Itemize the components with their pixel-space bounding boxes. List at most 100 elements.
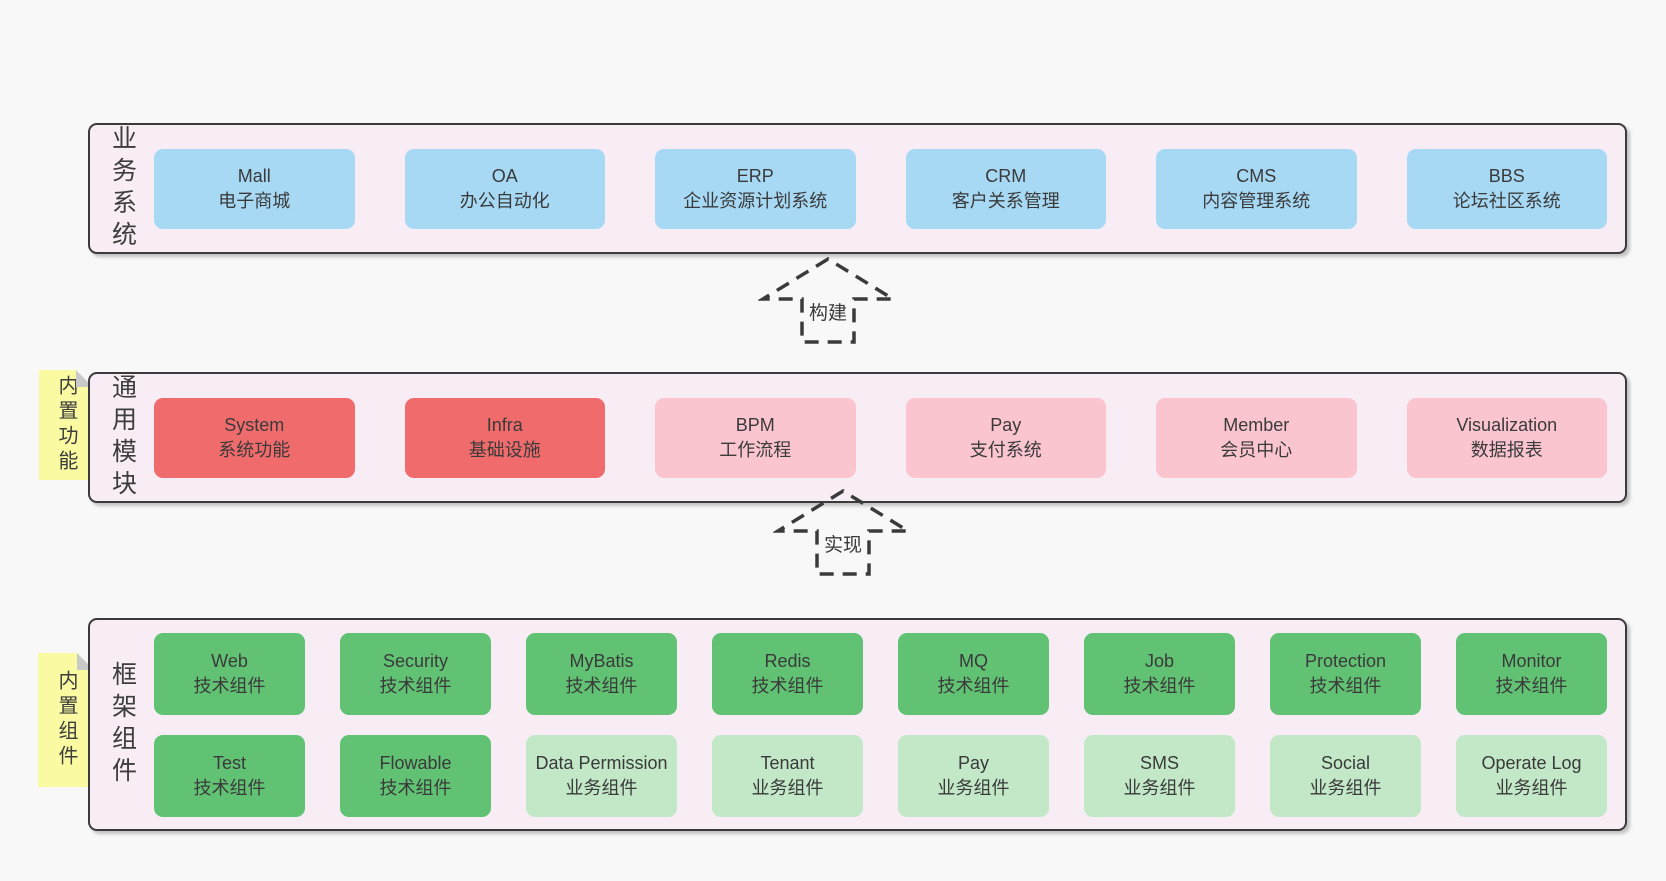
box-subtitle: 内容管理系统 xyxy=(1202,190,1311,211)
box-title: CMS xyxy=(1236,165,1277,186)
box-title: Operate Log xyxy=(1481,752,1582,773)
layer-label-common-modules: 通用模块 xyxy=(90,374,154,502)
arrow-build-label: 构建 xyxy=(805,298,851,325)
panel-common-modules: 通用模块 System 系统功能 Infra 基础设施 BPM 工作流程 Pay… xyxy=(88,372,1627,503)
box-title: CRM xyxy=(985,165,1027,186)
box-subtitle: 业务组件 xyxy=(1495,777,1568,798)
box-oa: OA 办公自动化 xyxy=(404,148,605,229)
business-systems-box-row: Mall 电子商城 OA 办公自动化 ERP 企业资源计划系统 CRM 客户关系… xyxy=(154,148,1625,229)
box-subtitle: 会员中心 xyxy=(1220,439,1293,460)
box-subtitle: 支付系统 xyxy=(969,439,1042,460)
box-subtitle: 工作流程 xyxy=(719,439,792,460)
arrow-build: 构建 xyxy=(758,256,898,346)
up-arrow-icon xyxy=(773,488,913,576)
box-visualization: Visualization 数据报表 xyxy=(1406,397,1607,478)
box-crm: CRM 客户关系管理 xyxy=(905,148,1106,229)
layer-label-business-systems: 业务系统 xyxy=(90,125,154,253)
box-title: SMS xyxy=(1139,752,1179,773)
box-subtitle: 技术组件 xyxy=(1123,675,1196,696)
box-subtitle: 技术组件 xyxy=(1309,675,1382,696)
box-title: MyBatis xyxy=(569,650,634,671)
panel-business-systems: 业务系统 Mall 电子商城 OA 办公自动化 ERP 企业资源计划系统 CRM… xyxy=(88,123,1627,254)
sticky-note-text: 内置组件 xyxy=(55,670,77,770)
box-title: OA xyxy=(491,165,518,186)
box-erp: ERP 企业资源计划系统 xyxy=(655,148,856,229)
box-test: Test 技术组件 xyxy=(154,734,305,817)
box-title: Mall xyxy=(237,165,271,186)
box-subtitle: 企业资源计划系统 xyxy=(683,190,828,211)
box-social: Social 业务组件 xyxy=(1270,734,1421,817)
framework-components-row-2: Test 技术组件 Flowable 技术组件 Data Permission … xyxy=(154,734,1607,817)
box-subtitle: 电子商城 xyxy=(218,190,291,211)
box-title: MQ xyxy=(959,650,988,671)
box-subtitle: 技术组件 xyxy=(937,675,1010,696)
box-subtitle: 客户关系管理 xyxy=(951,190,1060,211)
sticky-note-builtin-components: 内置组件 xyxy=(38,653,94,787)
box-title: BBS xyxy=(1488,165,1525,186)
box-subtitle: 技术组件 xyxy=(193,777,266,798)
box-subtitle: 业务组件 xyxy=(937,777,1010,798)
box-title: Redis xyxy=(764,650,811,671)
box-title: ERP xyxy=(736,165,774,186)
sticky-note-text: 内置功能 xyxy=(55,375,77,475)
box-operate-log: Operate Log 业务组件 xyxy=(1456,734,1607,817)
box-data-permission: Data Permission 业务组件 xyxy=(526,734,677,817)
box-subtitle: 系统功能 xyxy=(218,439,291,460)
box-pay: Pay 支付系统 xyxy=(905,397,1106,478)
sticky-note-builtin-functions: 内置功能 xyxy=(39,370,93,480)
box-mq: MQ 技术组件 xyxy=(898,632,1049,715)
layer-label-text: 框架组件 xyxy=(108,660,137,789)
box-title: Web xyxy=(211,650,248,671)
box-title: Data Permission xyxy=(535,752,668,773)
box-infra: Infra 基础设施 xyxy=(404,397,605,478)
box-subtitle: 业务组件 xyxy=(565,777,638,798)
box-pay-business: Pay 业务组件 xyxy=(898,734,1049,817)
box-subtitle: 技术组件 xyxy=(751,675,824,696)
box-title: Visualization xyxy=(1456,414,1558,435)
framework-components-row-1: Web 技术组件 Security 技术组件 MyBatis 技术组件 Redi… xyxy=(154,632,1607,715)
box-title: Flowable xyxy=(379,752,452,773)
box-sms: SMS 业务组件 xyxy=(1084,734,1235,817)
box-system: System 系统功能 xyxy=(154,397,355,478)
framework-components-rows: Web 技术组件 Security 技术组件 MyBatis 技术组件 Redi… xyxy=(154,632,1625,817)
box-subtitle: 业务组件 xyxy=(1123,777,1196,798)
box-subtitle: 技术组件 xyxy=(379,777,452,798)
box-subtitle: 技术组件 xyxy=(193,675,266,696)
box-title: Protection xyxy=(1304,650,1387,671)
box-member: Member 会员中心 xyxy=(1156,397,1357,478)
box-title: Pay xyxy=(990,414,1022,435)
panel-framework-components: 框架组件 Web 技术组件 Security 技术组件 MyBatis 技术组件… xyxy=(88,618,1627,831)
box-title: Pay xyxy=(957,752,990,773)
box-title: Test xyxy=(212,752,246,773)
box-mall: Mall 电子商城 xyxy=(154,148,355,229)
box-title: Member xyxy=(1223,414,1290,435)
box-bpm: BPM 工作流程 xyxy=(655,397,856,478)
box-bbs: BBS 论坛社区系统 xyxy=(1406,148,1607,229)
layer-label-text: 通用模块 xyxy=(108,373,137,502)
box-tenant: Tenant 业务组件 xyxy=(712,734,863,817)
common-modules-box-row: System 系统功能 Infra 基础设施 BPM 工作流程 Pay 支付系统… xyxy=(154,397,1625,478)
box-title: Monitor xyxy=(1501,650,1562,671)
box-title: Infra xyxy=(486,414,523,435)
box-job: Job 技术组件 xyxy=(1084,632,1235,715)
box-subtitle: 技术组件 xyxy=(1495,675,1568,696)
box-subtitle: 数据报表 xyxy=(1470,439,1543,460)
box-cms: CMS 内容管理系统 xyxy=(1156,148,1357,229)
box-subtitle: 技术组件 xyxy=(379,675,452,696)
box-mybatis: MyBatis 技术组件 xyxy=(526,632,677,715)
box-title: Tenant xyxy=(760,752,815,773)
box-title: Social xyxy=(1320,752,1371,773)
box-subtitle: 业务组件 xyxy=(1309,777,1382,798)
box-monitor: Monitor 技术组件 xyxy=(1456,632,1607,715)
box-subtitle: 技术组件 xyxy=(565,675,638,696)
box-subtitle: 业务组件 xyxy=(751,777,824,798)
box-web: Web 技术组件 xyxy=(154,632,305,715)
box-subtitle: 基础设施 xyxy=(468,439,541,460)
box-security: Security 技术组件 xyxy=(340,632,491,715)
box-protection: Protection 技术组件 xyxy=(1270,632,1421,715)
box-title: BPM xyxy=(735,414,775,435)
box-title: System xyxy=(224,414,285,435)
arrow-implement: 实现 xyxy=(773,488,913,578)
box-redis: Redis 技术组件 xyxy=(712,632,863,715)
up-arrow-icon xyxy=(758,256,898,344)
